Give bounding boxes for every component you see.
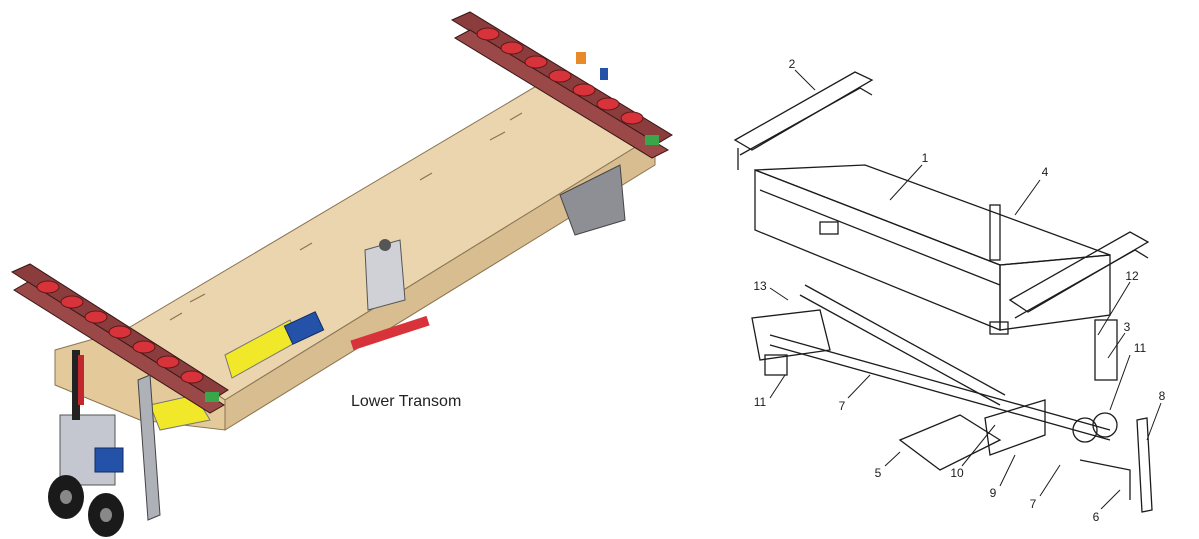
black-arm xyxy=(72,350,80,420)
part-11-roller-b xyxy=(1092,412,1118,438)
part-3-plate xyxy=(1094,319,1118,381)
label-part-7-upper: 7 xyxy=(839,399,846,413)
part-2-channel xyxy=(733,71,874,151)
label-part-4: 4 xyxy=(1042,165,1049,179)
label-part-6: 6 xyxy=(1093,510,1100,524)
right-rail-lower xyxy=(453,29,670,159)
part-6-arm xyxy=(1079,459,1131,500)
bottom-plate-right xyxy=(559,164,626,236)
hanger-blue-block xyxy=(94,447,124,473)
part-4-bracket xyxy=(989,204,1001,261)
part-12-channel xyxy=(1008,231,1150,313)
right-rail-pads xyxy=(476,27,644,125)
part-7-arm-lower-b xyxy=(769,344,1111,441)
roller-right-hub xyxy=(100,508,112,522)
roller-left-hub xyxy=(60,490,72,504)
label-part-2: 2 xyxy=(789,57,796,71)
part-1-beam-front xyxy=(754,169,1001,331)
green-end-left xyxy=(205,392,219,402)
part-1-window-2 xyxy=(989,321,1009,335)
leader-lines xyxy=(769,69,1162,510)
part-7-arm-lower xyxy=(769,334,1111,431)
part-1-beam-side xyxy=(999,254,1111,331)
part-11-roller-a xyxy=(1072,417,1098,443)
label-part-9: 9 xyxy=(990,486,997,500)
red-strip xyxy=(350,315,430,351)
part-12-lip xyxy=(1014,249,1149,319)
label-part-3: 3 xyxy=(1124,320,1131,334)
left-rail-lower xyxy=(13,281,225,414)
label-part-10: 10 xyxy=(950,466,964,480)
part-7-arm-upper xyxy=(799,294,1001,406)
label-part-12: 12 xyxy=(1125,269,1139,283)
part-11-left-block xyxy=(764,354,788,376)
part-5-plate xyxy=(898,414,1002,471)
part-7-arm-upper-b xyxy=(804,284,1006,396)
part-1-edge xyxy=(759,189,1001,286)
red-arm xyxy=(78,355,84,405)
green-end xyxy=(645,135,659,145)
top-slots xyxy=(169,112,523,321)
label-part-5: 5 xyxy=(875,466,882,480)
label-part-11-left: 11 xyxy=(754,395,767,409)
part-2-lip xyxy=(739,87,873,156)
blue-clip xyxy=(600,68,608,80)
part-9-box xyxy=(984,399,1046,456)
part-1-window xyxy=(819,221,839,235)
middle-bolt xyxy=(379,239,391,251)
left-rail-pads xyxy=(36,280,204,384)
label-part-11-right: 11 xyxy=(1134,341,1147,355)
label-part-1: 1 xyxy=(922,151,929,165)
part-1-beam-top xyxy=(754,164,1111,266)
part-8-lever xyxy=(1136,417,1153,513)
label-part-13: 13 xyxy=(753,279,767,293)
label-part-7-lower: 7 xyxy=(1030,497,1037,511)
label-part-8: 8 xyxy=(1159,389,1166,403)
blue-motor xyxy=(283,311,325,345)
diagram-caption: Lower Transom xyxy=(351,393,462,410)
orange-clip xyxy=(576,52,586,64)
part-13-bracket xyxy=(751,309,831,361)
vertical-lever xyxy=(137,374,161,521)
